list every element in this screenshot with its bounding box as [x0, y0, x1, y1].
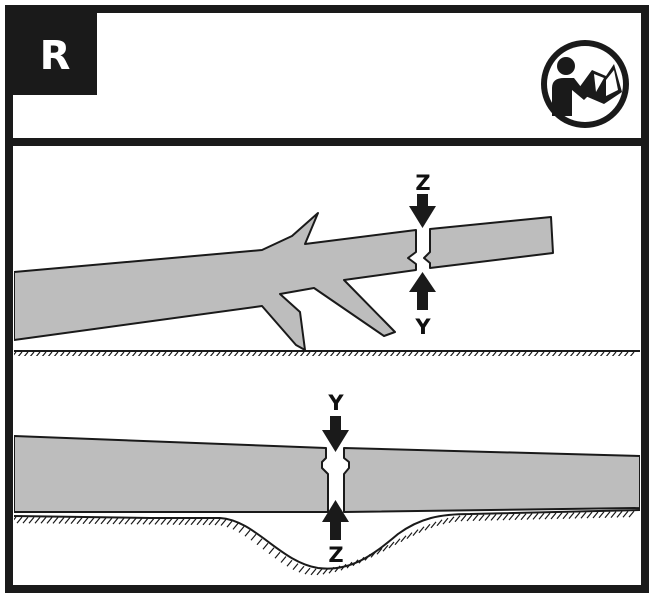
- top-label-lower: Y: [414, 315, 431, 339]
- bottom-label-lower: Z: [328, 543, 343, 567]
- bottom-arrow-up: [322, 500, 349, 540]
- top-ground: [14, 350, 640, 356]
- top-label-upper: Z: [415, 171, 430, 195]
- top-log: [14, 212, 417, 351]
- bottom-ground: [14, 509, 640, 576]
- bottom-arrow-down: [322, 416, 349, 452]
- top-log-end: [423, 216, 554, 269]
- bottom-label-upper: Y: [327, 391, 344, 415]
- top-arrow-down: [409, 194, 436, 228]
- top-arrow-up: [409, 272, 436, 310]
- bottom-log-left: [14, 435, 329, 513]
- bottom-log-right: [343, 447, 640, 513]
- top-panel: [14, 212, 640, 356]
- header-divider: [9, 138, 645, 146]
- header-badge: R: [13, 13, 97, 95]
- read-manual-icon: [541, 40, 629, 128]
- badge-letter: R: [40, 33, 71, 79]
- bottom-panel: [14, 435, 640, 576]
